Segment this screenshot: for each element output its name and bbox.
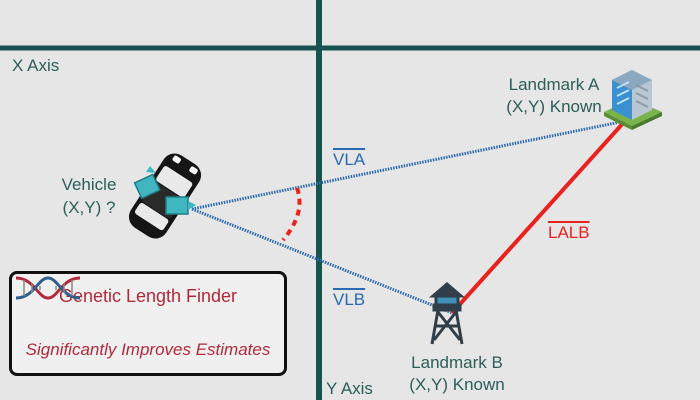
vla-line bbox=[191, 119, 626, 211]
sensor-icon bbox=[133, 166, 196, 215]
lalb-label: LALB bbox=[548, 223, 590, 242]
landmark-b-coords: (X,Y) Known bbox=[409, 375, 505, 394]
landmark-a-label: Landmark A (X,Y) Known bbox=[492, 75, 616, 117]
y-axis-label: Y Axis bbox=[326, 379, 373, 398]
building-icon bbox=[604, 70, 662, 130]
info-subtitle: Significantly Improves Estimates bbox=[25, 340, 271, 359]
info-title: Genetic Length Finder bbox=[58, 286, 238, 306]
car-icon bbox=[128, 153, 202, 239]
lalb-line bbox=[450, 119, 627, 315]
landmark-a-coords: (X,Y) Known bbox=[506, 97, 602, 116]
vehicle-coords: (X,Y) ? bbox=[62, 198, 116, 217]
landmark-b-name: Landmark B bbox=[411, 353, 503, 372]
vlb-label: VLB bbox=[333, 290, 366, 309]
x-axis-label: X Axis bbox=[12, 56, 60, 75]
angle-arc bbox=[281, 187, 302, 242]
vehicle-label: Vehicle (X,Y) ? bbox=[50, 175, 128, 218]
vehicle-name: Vehicle bbox=[61, 175, 117, 194]
watchtower-icon bbox=[428, 282, 466, 345]
dna-icon bbox=[15, 276, 81, 300]
landmark-a-name: Landmark A bbox=[508, 75, 600, 94]
info-box: Genetic Length Finder Significantly Impr… bbox=[9, 271, 287, 376]
vlb-line bbox=[191, 207, 453, 315]
vla-label: VLA bbox=[333, 150, 366, 169]
landmark-b-label: Landmark B (X,Y) Known bbox=[396, 353, 518, 395]
